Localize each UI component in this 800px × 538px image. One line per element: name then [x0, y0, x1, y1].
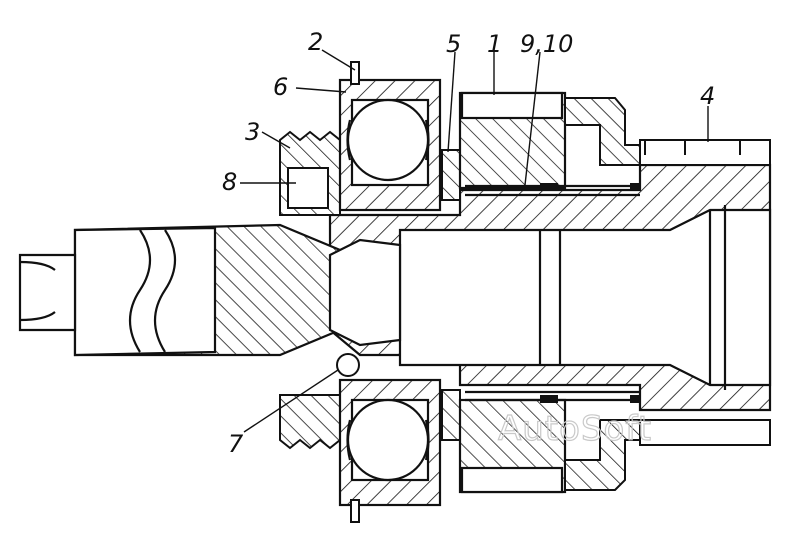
watermark: AutoSoft: [498, 409, 652, 449]
callout-3: 3: [245, 118, 260, 146]
leader-lines: [240, 49, 709, 433]
bearing-top: [338, 78, 442, 212]
housing-body: [328, 163, 772, 412]
callout-1: 1: [487, 30, 502, 58]
nut-4: [564, 97, 771, 491]
pin-2: [350, 61, 360, 523]
ball-7: [336, 353, 360, 377]
callout-4: 4: [700, 82, 715, 110]
callout-9-10: 9,10: [520, 30, 573, 58]
callout-5: 5: [446, 30, 461, 58]
callout-2: 2: [308, 28, 323, 56]
callout-7: 7: [228, 430, 244, 458]
shaft: [18, 223, 402, 357]
seals-9-10: [540, 183, 640, 403]
sleeve-1: [458, 91, 640, 494]
gear-3: [279, 130, 341, 450]
callout-8: 8: [222, 168, 237, 196]
callout-labels: 2 6 3 8 5 1 9,10 4 7: [222, 28, 715, 458]
callout-6: 6: [273, 73, 288, 101]
bearing-bottom: [338, 378, 442, 507]
